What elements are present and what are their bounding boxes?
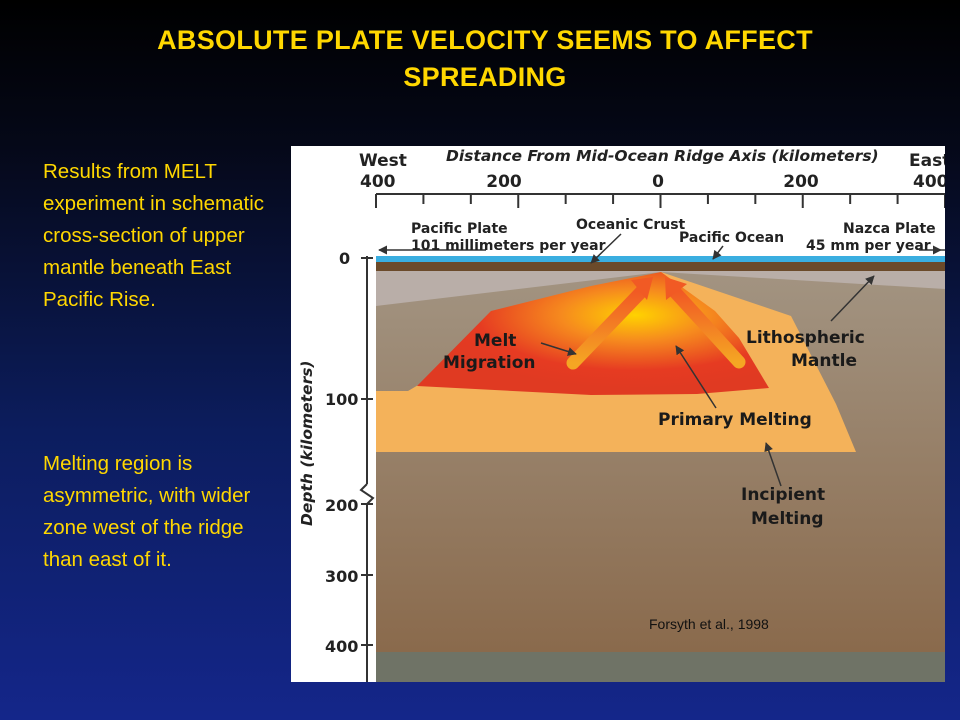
bullet-asymmetric-melting: Melting region is asymmetric, with wider… bbox=[43, 452, 251, 571]
oceanic-crust-label: Oceanic Crust bbox=[576, 217, 686, 233]
migration-label: Migration bbox=[443, 353, 536, 373]
label-leader-lines bbox=[540, 233, 875, 487]
top-distance-axis: West East Distance From Mid-Ocean Ridge … bbox=[359, 147, 945, 208]
melting-label: Melting bbox=[751, 509, 824, 529]
top-tick-label-west-200: 200 bbox=[486, 172, 522, 192]
lithospheric-label: Lithospheric bbox=[746, 328, 865, 348]
depth-axis: 0 100 200 300 400 Depth (kilometers) bbox=[298, 249, 375, 682]
figure-credit: Forsyth et al., 1998 bbox=[649, 616, 769, 632]
depth-tick-label-300: 300 bbox=[325, 567, 358, 586]
pacific-plate-rate-label: 101 millimeters per year bbox=[411, 238, 606, 254]
melt-cross-section-figure: West East Distance From Mid-Ocean Ridge … bbox=[291, 146, 945, 682]
depth-tick-label-200: 200 bbox=[325, 496, 358, 515]
nazca-plate-rate-label: 45 mm per year bbox=[806, 238, 931, 254]
oceanic-crust-layer bbox=[376, 262, 945, 271]
pacific-ocean-layer bbox=[376, 256, 945, 262]
pacific-plate-label: Pacific Plate bbox=[411, 221, 508, 237]
top-tick-label-east-200: 200 bbox=[783, 172, 819, 192]
lithospheric-mantle-layer bbox=[376, 266, 945, 306]
depth-tick-label-0: 0 bbox=[339, 249, 350, 268]
pacific-ocean-label: Pacific Ocean bbox=[679, 230, 784, 246]
lower-mantle-band bbox=[376, 652, 945, 682]
depth-tick-label-100: 100 bbox=[325, 390, 358, 409]
melt-label: Melt bbox=[474, 331, 516, 351]
axis-east-label: East bbox=[909, 151, 945, 171]
top-axis-title: Distance From Mid-Ocean Ridge Axis (kilo… bbox=[446, 147, 879, 165]
top-tick-label-east-400: 400 bbox=[913, 172, 945, 192]
slide-title: ABSOLUTE PLATE VELOCITY SEEMS TO AFFECT … bbox=[157, 25, 813, 92]
depth-tick-label-400: 400 bbox=[325, 637, 358, 656]
mantle-label: Mantle bbox=[791, 351, 857, 371]
primary-melting-label: Primary Melting bbox=[658, 410, 812, 430]
bullet-melt-experiment: Results from MELT experiment in schemati… bbox=[43, 160, 265, 311]
top-tick-label-west-400: 400 bbox=[360, 172, 396, 192]
top-tick-label-0: 0 bbox=[652, 172, 664, 192]
depth-axis-title: Depth (kilometers) bbox=[298, 360, 316, 526]
axis-west-label: West bbox=[359, 151, 407, 171]
incipient-label: Incipient bbox=[741, 485, 825, 505]
nazca-plate-label: Nazca Plate bbox=[843, 221, 936, 237]
melt-migration-arrows bbox=[566, 277, 746, 370]
